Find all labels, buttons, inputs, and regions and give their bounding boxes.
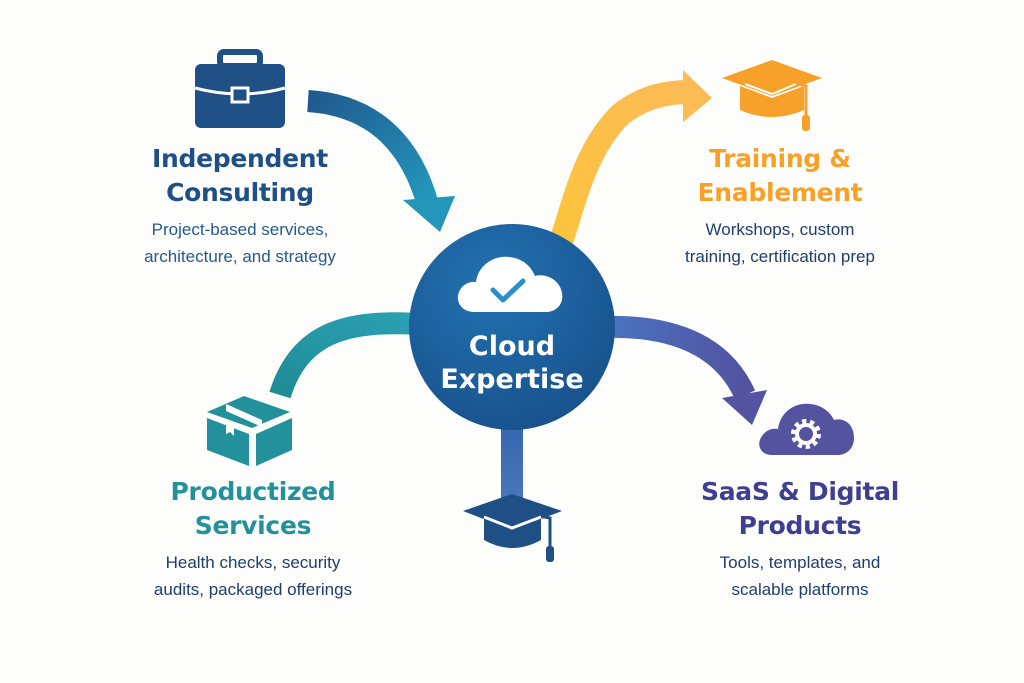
title-line1: SaaS & Digital (701, 477, 899, 506)
box-icon (207, 396, 292, 466)
connector-center-to-bottom (501, 420, 523, 500)
desc-line1: Project-based services, (151, 220, 329, 239)
desc-line1: Workshops, custom (705, 220, 855, 239)
bottom-graduation-cap-icon (463, 494, 562, 562)
arrow-center-to-training (548, 70, 712, 249)
center-title-line2: Expertise (440, 364, 584, 395)
node-description: Workshops, custom training, certificatio… (650, 216, 910, 270)
center-circle (409, 224, 615, 430)
arrow-consulting-to-center (307, 90, 455, 232)
title-line2: Consulting (166, 178, 314, 207)
node-independent-consulting: Independent Consulting Project-based ser… (100, 142, 380, 270)
briefcase-icon (194, 49, 286, 128)
title-line2: Services (194, 511, 312, 540)
node-productized-services: Productized Services Health checks, secu… (118, 475, 388, 603)
desc-line2: scalable platforms (731, 580, 869, 599)
cloud-check-icon (457, 256, 563, 312)
node-description: Tools, templates, and scalable platforms (660, 549, 940, 603)
desc-line2: audits, packaged offerings (153, 580, 353, 599)
connector-center-to-productized (269, 312, 421, 399)
node-description: Project-based services, architecture, an… (100, 216, 380, 270)
title-line1: Independent (152, 144, 328, 173)
node-saas-digital-products: SaaS & Digital Products Tools, templates… (660, 475, 940, 603)
desc-line1: Health checks, security (165, 553, 341, 572)
node-title: Independent Consulting (100, 142, 380, 210)
node-title: Productized Services (118, 475, 388, 543)
cloud-gear-icon (759, 403, 854, 455)
desc-line2: training, certification prep (685, 247, 875, 266)
desc-line1: Tools, templates, and (719, 553, 881, 572)
graduation-cap-icon (722, 60, 822, 131)
center-label: Cloud Expertise (414, 330, 610, 396)
node-title: SaaS & Digital Products (660, 475, 940, 543)
title-line2: Enablement (697, 178, 863, 207)
arrow-center-to-saas (604, 315, 767, 425)
center-title-line1: Cloud (468, 331, 556, 362)
desc-line2: architecture, and strategy (144, 247, 336, 266)
node-title: Training & Enablement (650, 142, 910, 210)
title-line1: Productized (170, 477, 336, 506)
title-line1: Training & (709, 144, 851, 173)
node-description: Health checks, security audits, packaged… (118, 549, 388, 603)
title-line2: Products (738, 511, 862, 540)
node-training-enablement: Training & Enablement Workshops, custom … (650, 142, 910, 270)
